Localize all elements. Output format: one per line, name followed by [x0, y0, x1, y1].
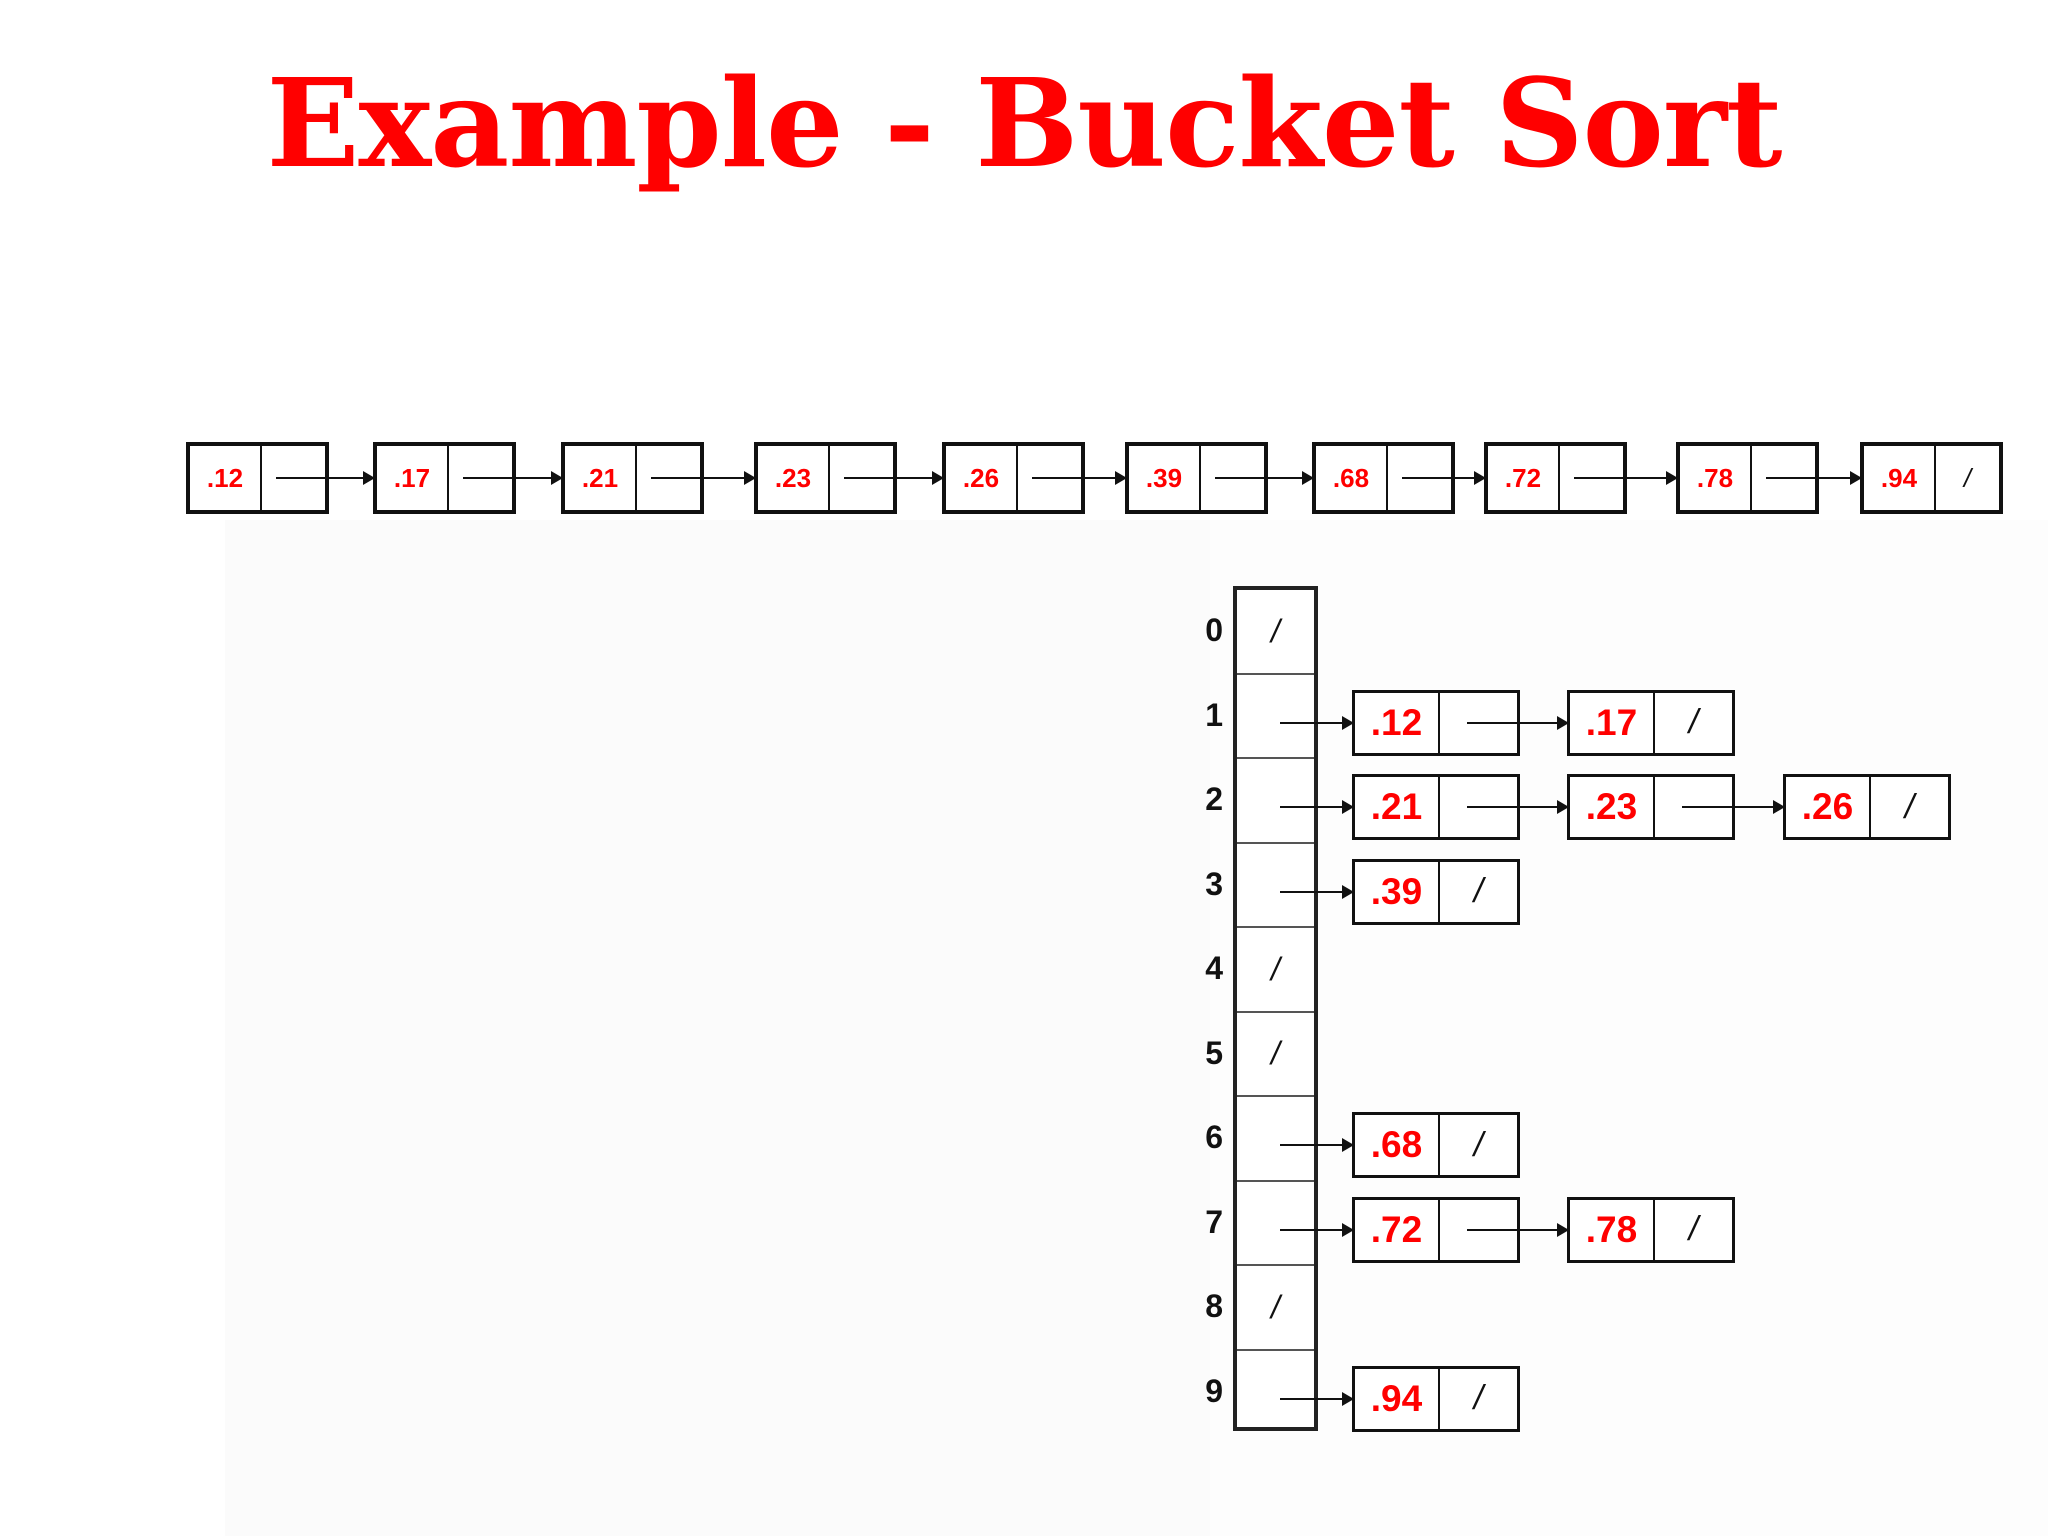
bucket-cell — [1237, 1097, 1314, 1182]
bucket-array: //// — [1233, 586, 1318, 1431]
bucket-index: 3 — [1205, 865, 1223, 902]
bucket-cell — [1237, 1182, 1314, 1266]
null-pointer: / — [1963, 462, 1972, 493]
slide-title: Example - Bucket Sort — [266, 51, 1783, 195]
next-arrow — [844, 471, 944, 485]
next-arrow — [276, 471, 375, 485]
node-value: .23 — [1570, 777, 1655, 838]
node-value: .72 — [1488, 446, 1560, 510]
bucket-index: 8 — [1205, 1288, 1223, 1325]
next-arrow — [1467, 1222, 1569, 1237]
null-pointer: / — [1473, 1125, 1484, 1164]
node-value: .68 — [1355, 1115, 1440, 1176]
null-pointer: / — [1904, 787, 1915, 826]
bucket-cell — [1237, 844, 1314, 928]
bucket-index: 2 — [1205, 781, 1223, 818]
node-value: .17 — [377, 446, 449, 510]
node-value: .21 — [1355, 777, 1440, 838]
next-arrow — [463, 471, 563, 485]
bucket-index: 5 — [1205, 1034, 1223, 1071]
node-value: .17 — [1570, 692, 1655, 753]
background-panel — [225, 520, 1210, 1536]
bucket-index: 0 — [1205, 612, 1223, 649]
bucket-node: .68 / — [1352, 1112, 1520, 1179]
null-pointer: / — [1473, 1379, 1484, 1418]
bucket-node: .21 — [1352, 774, 1520, 841]
bucket-arrow — [1280, 884, 1354, 899]
next-arrow — [651, 471, 756, 485]
node-value: .72 — [1355, 1199, 1440, 1260]
node-value: .26 — [1786, 777, 1871, 838]
bucket-node: .26 / — [1783, 774, 1951, 841]
node-value: .94 — [1864, 446, 1936, 510]
bucket-cell: / — [1237, 590, 1314, 675]
next-arrow — [1766, 471, 1862, 485]
bucket-cell — [1237, 675, 1314, 759]
bucket-cell: / — [1237, 928, 1314, 1013]
bucket-arrow — [1280, 800, 1354, 815]
next-arrow — [1574, 471, 1678, 485]
bucket-index: 7 — [1205, 1203, 1223, 1240]
node-value: .94 — [1355, 1368, 1440, 1429]
node-value: .12 — [1355, 692, 1440, 753]
bucket-arrow — [1280, 715, 1354, 730]
bucket-arrow — [1280, 1391, 1354, 1406]
node-value: .12 — [190, 446, 262, 510]
bucket-index: 9 — [1205, 1372, 1223, 1409]
background-panel-right — [1210, 520, 2048, 1536]
node-value: .78 — [1570, 1199, 1655, 1260]
bucket-node: .78 / — [1567, 1196, 1735, 1263]
node-value: .39 — [1129, 446, 1201, 510]
null-pointer: / — [1688, 1210, 1699, 1249]
null-pointer: / — [1688, 703, 1699, 742]
null-pointer: / — [1473, 872, 1484, 911]
bucket-index: 4 — [1205, 950, 1223, 987]
bucket-node: .39 / — [1352, 858, 1520, 925]
bucket-node: .72 — [1352, 1196, 1520, 1263]
list-node: .94 / — [1860, 442, 2003, 514]
bucket-cell — [1237, 759, 1314, 844]
node-value: .78 — [1680, 446, 1752, 510]
node-value: .68 — [1316, 446, 1388, 510]
bucket-index: 1 — [1205, 696, 1223, 733]
bucket-cell: / — [1237, 1013, 1314, 1097]
node-value: .39 — [1355, 861, 1440, 922]
bucket-cell: / — [1237, 1266, 1314, 1351]
next-arrow — [1402, 471, 1486, 485]
bucket-arrow — [1280, 1138, 1354, 1153]
node-value: .26 — [946, 446, 1018, 510]
bucket-node: .17 / — [1567, 689, 1735, 756]
bucket-node: .94 / — [1352, 1365, 1520, 1432]
bucket-arrow — [1280, 1222, 1354, 1237]
node-value: .23 — [758, 446, 830, 510]
bucket-cell — [1237, 1351, 1314, 1436]
node-value: .21 — [565, 446, 637, 510]
next-arrow — [1682, 800, 1785, 815]
bucket-index: 6 — [1205, 1119, 1223, 1156]
next-arrow — [1215, 471, 1314, 485]
next-arrow — [1032, 471, 1127, 485]
next-arrow — [1467, 715, 1569, 730]
next-arrow — [1467, 800, 1569, 815]
bucket-node: .23 — [1567, 774, 1735, 841]
